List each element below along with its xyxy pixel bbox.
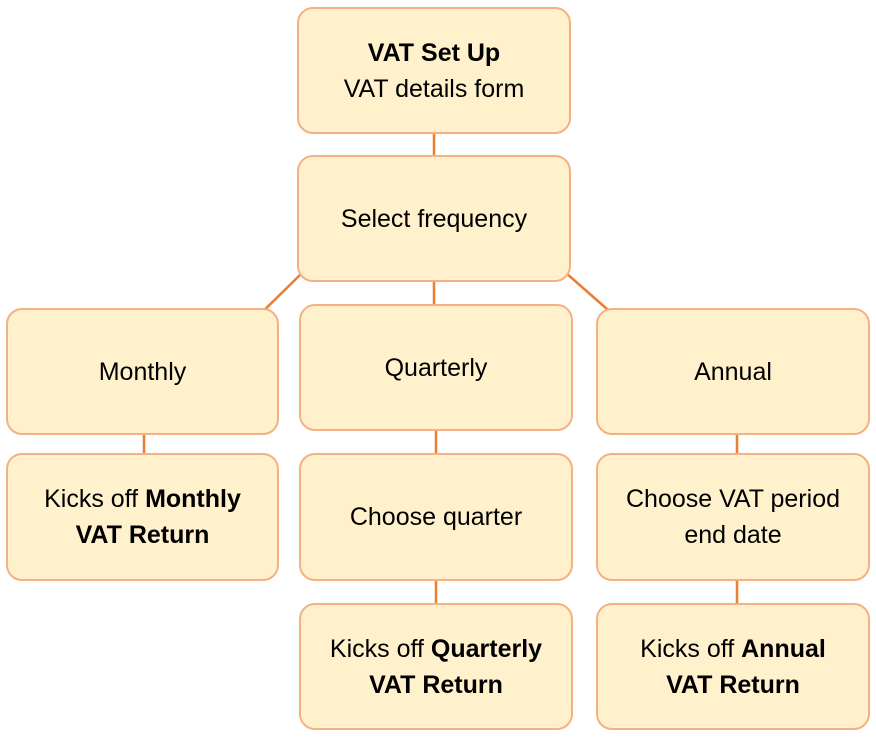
choose-vat-period-node: Choose VAT period end date [596,453,870,581]
select-frequency-label: Select frequency [340,204,528,233]
quarterly-label: Quarterly [384,353,488,382]
kicks-off-annual-node: Kicks off Annual VAT Return [596,603,870,730]
kicks-monthly-bold2: VAT Return [75,521,210,549]
vat-setup-subtitle: VAT details form [343,74,525,103]
kicks-quarterly-bold2: VAT Return [369,670,503,699]
choose-quarter-label: Choose quarter [349,503,523,531]
select-frequency-node: Select frequency [297,155,571,282]
quarterly-node: Quarterly [299,304,573,431]
kicks-monthly-prefix: Kicks off [44,485,146,513]
choose-period-line2: end date [684,521,782,549]
kicks-annual-bold1: Annual [741,634,826,663]
annual-node: Annual [596,308,870,435]
vat-setup-node: VAT Set Up VAT details form [297,7,571,134]
kicks-quarterly-prefix: Kicks off [329,634,431,663]
kicks-annual-bold2: VAT Return [666,670,800,699]
kicks-off-monthly-node: Kicks off Monthly VAT Return [6,453,279,581]
kicks-off-quarterly-node: Kicks off Quarterly VAT Return [299,603,573,730]
kicks-quarterly-bold1: Quarterly [430,634,543,663]
choose-period-line1: Choose VAT period [625,485,840,513]
kicks-annual-prefix: Kicks off [640,634,742,663]
monthly-label: Monthly [98,357,187,386]
annual-label: Annual [694,357,772,386]
choose-quarter-node: Choose quarter [299,453,573,581]
vat-setup-title: VAT Set Up [367,38,501,67]
kicks-monthly-bold1: Monthly [145,485,241,513]
monthly-node: Monthly [6,308,279,435]
